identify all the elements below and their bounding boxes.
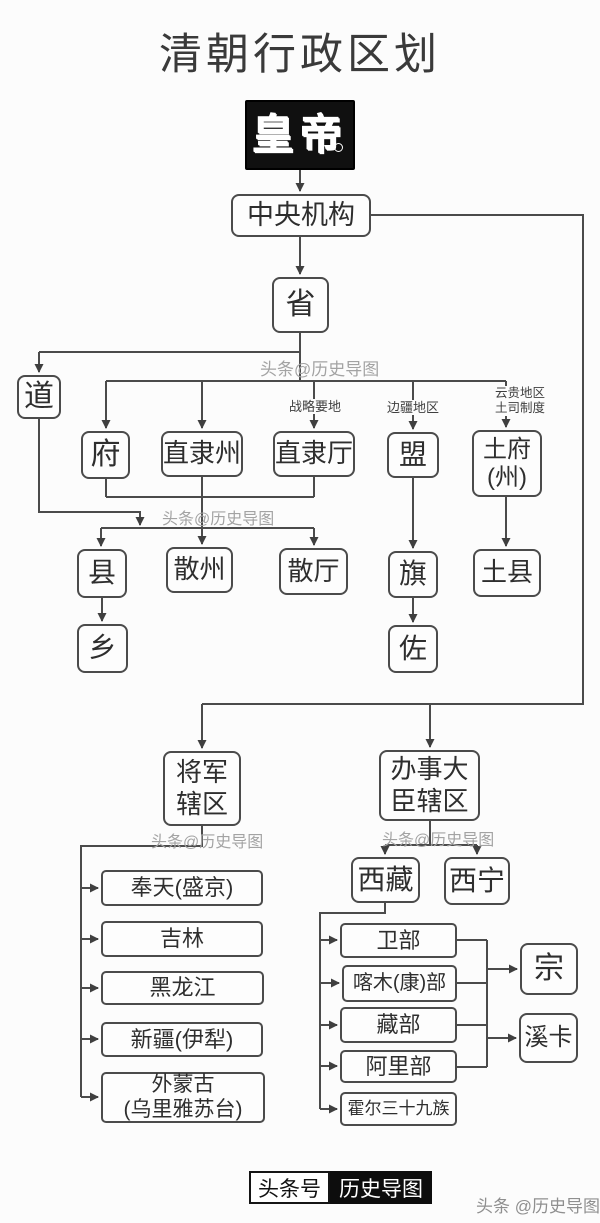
node-tuxian: 土县 xyxy=(473,549,541,597)
node-xinjiang-label: 新疆(伊犁) xyxy=(130,1026,234,1052)
node-xizang-label: 西藏 xyxy=(357,863,414,895)
node-central: 中央机构 xyxy=(231,194,371,237)
node-amban-line2: 臣辖区 xyxy=(390,785,469,816)
node-heilongjiang: 黑龙江 xyxy=(101,971,264,1005)
node-tuxian-label: 土县 xyxy=(480,557,533,588)
node-central-label: 中央机构 xyxy=(247,199,355,230)
node-zuo-label: 佐 xyxy=(398,632,427,664)
seal-circle-icon xyxy=(334,143,343,152)
node-fu-label: 府 xyxy=(90,437,121,471)
node-meng: 盟 xyxy=(387,432,439,478)
node-general: 将军 辖区 xyxy=(163,751,241,826)
node-xiang-label: 乡 xyxy=(88,632,117,664)
node-xian: 县 xyxy=(77,549,127,598)
node-alibu-label: 阿里部 xyxy=(365,1053,432,1079)
footer-logo-right: 历史导图 xyxy=(330,1171,432,1204)
node-zuo: 佐 xyxy=(388,625,438,673)
node-xiang: 乡 xyxy=(77,624,128,673)
node-general-line1: 将军 xyxy=(175,757,228,788)
node-circuit: 道 xyxy=(17,375,61,419)
node-heilongjiang-label: 黑龙江 xyxy=(149,975,216,1001)
node-weibu: 卫部 xyxy=(340,923,457,958)
node-zhilizhou-label: 直隶州 xyxy=(163,438,242,469)
node-xizang: 西藏 xyxy=(351,857,420,903)
node-amban-line1: 办事大 xyxy=(390,754,469,785)
node-zhilizhou: 直隶州 xyxy=(161,431,243,477)
node-kamu-label: 喀木(康)部 xyxy=(352,972,447,994)
node-province: 省 xyxy=(272,277,329,333)
watermark-4: 头条@历史导图 xyxy=(382,832,495,849)
node-jilin-label: 吉林 xyxy=(159,926,204,952)
node-emperor: 皇帝 xyxy=(245,100,355,170)
edge-label-yungui-line2: 土司制度 xyxy=(494,401,545,415)
watermark-2: 头条@历史导图 xyxy=(162,511,275,528)
node-alibu: 阿里部 xyxy=(340,1050,457,1083)
node-xika: 溪卡 xyxy=(519,1013,578,1063)
node-fengtian-label: 奉天(盛京) xyxy=(130,875,234,901)
node-tufu: 土府 (州) xyxy=(472,430,542,497)
node-meng-label: 盟 xyxy=(398,438,427,470)
node-weibu-label: 卫部 xyxy=(376,927,421,953)
node-sanzhou-label: 散州 xyxy=(173,554,226,585)
edge-label-yungui-line1: 云贵地区 xyxy=(494,386,545,400)
footer-logo-left: 头条号 xyxy=(249,1171,330,1204)
node-zhiliting-label: 直隶厅 xyxy=(275,438,354,469)
node-waimenggu-line2: (乌里雅苏台) xyxy=(123,1097,243,1121)
edge-label-strategic: 战略要地 xyxy=(283,399,347,414)
edge-label-frontier: 边疆地区 xyxy=(381,400,445,415)
node-fu: 府 xyxy=(81,431,130,479)
page-title: 清朝行政区划 xyxy=(159,32,441,79)
node-zong-label: 宗 xyxy=(534,951,564,985)
node-province-label: 省 xyxy=(285,287,316,321)
node-jilin: 吉林 xyxy=(101,921,263,957)
node-tufu-line2: (州) xyxy=(487,463,527,491)
node-amban: 办事大 臣辖区 xyxy=(379,750,480,821)
node-xika-label: 溪卡 xyxy=(524,1024,573,1052)
node-general-line2: 辖区 xyxy=(175,788,228,819)
footer-logo: 头条号 历史导图 xyxy=(249,1171,432,1204)
node-huoer-label: 霍尔三十九族 xyxy=(347,1099,450,1119)
node-xian-label: 县 xyxy=(87,557,116,589)
node-emperor-label: 皇帝 xyxy=(251,109,348,159)
node-kamu: 喀木(康)部 xyxy=(342,965,457,1002)
edge-label-yungui: 云贵地区 土司制度 xyxy=(491,386,549,416)
watermark-1: 头条@历史导图 xyxy=(260,360,380,379)
node-zong: 宗 xyxy=(520,943,578,995)
node-qi-label: 旗 xyxy=(398,558,427,590)
node-santing-label: 散厅 xyxy=(287,555,340,586)
node-xining: 西宁 xyxy=(444,857,510,905)
node-zhiliting: 直隶厅 xyxy=(273,431,355,477)
node-fengtian: 奉天(盛京) xyxy=(101,870,263,906)
node-zangbu-label: 藏部 xyxy=(376,1012,421,1038)
node-zangbu: 藏部 xyxy=(340,1007,457,1043)
node-huoer: 霍尔三十九族 xyxy=(340,1092,457,1126)
watermark-3: 头条@历史导图 xyxy=(151,834,264,851)
node-qi: 旗 xyxy=(388,551,438,598)
watermark-footer: 头条 @历史导图 xyxy=(476,1197,600,1216)
node-circuit-label: 道 xyxy=(24,379,54,413)
node-sanzhou: 散州 xyxy=(166,547,233,593)
node-waimenggu: 外蒙古 (乌里雅苏台) xyxy=(101,1072,265,1123)
node-tufu-line1: 土府 xyxy=(483,435,531,463)
node-xining-label: 西宁 xyxy=(448,864,505,896)
node-santing: 散厅 xyxy=(279,548,348,595)
node-xinjiang: 新疆(伊犁) xyxy=(101,1022,263,1057)
node-waimenggu-line1: 外蒙古 xyxy=(151,1073,215,1097)
